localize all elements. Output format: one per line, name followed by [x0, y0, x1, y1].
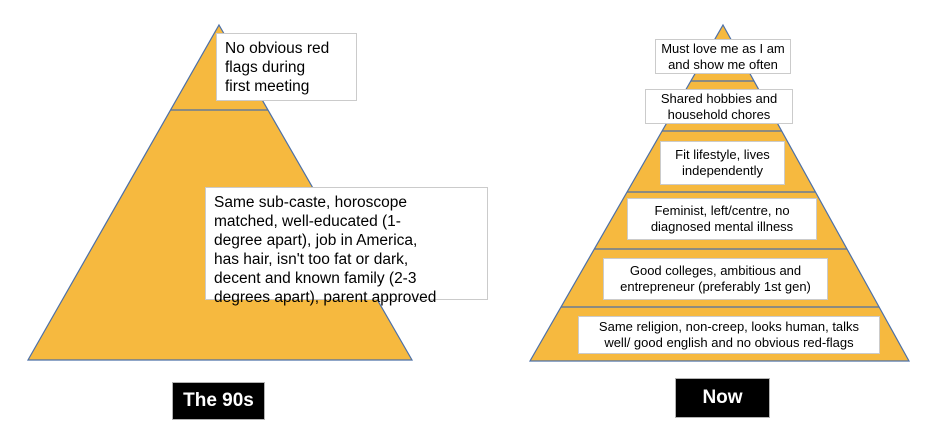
right-pyramid-shape — [528, 23, 911, 362]
right-pyramid-level-6-box: Same religion, non-creep, looks human, t… — [578, 316, 880, 354]
left-pyramid-bottom-box: Same sub-caste, horoscope matched, well-… — [205, 187, 488, 306]
left-pyramid-top-box: No obvious red flags during first meetin… — [216, 33, 357, 101]
right-pyramid-level-2-box: Shared hobbies and household chores — [645, 89, 793, 124]
left-pyramid-label: The 90s — [172, 382, 265, 420]
right-pyramid-level-1-box: Must love me as I am and show me often — [655, 39, 791, 74]
right-pyramid-label: Now — [675, 378, 770, 418]
right-pyramid-level-3-box: Fit lifestyle, lives independently — [660, 141, 785, 185]
right-pyramid-level-4-box: Feminist, left/centre, no diagnosed ment… — [627, 198, 817, 240]
right-pyramid-level-5-box: Good colleges, ambitious and entrepreneu… — [603, 258, 828, 300]
